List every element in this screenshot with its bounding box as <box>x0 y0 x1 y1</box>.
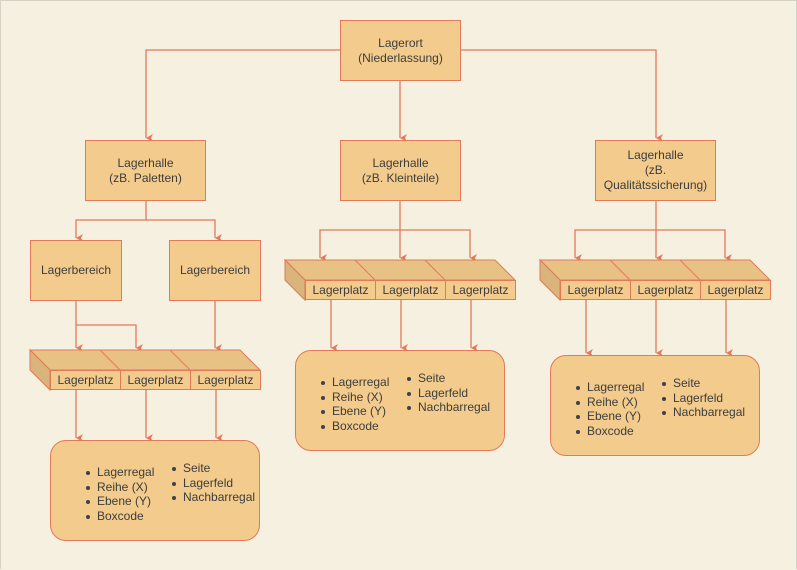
node-label: Lagerbereich <box>179 263 251 277</box>
node-label: Lagerbereich <box>40 263 112 277</box>
edge-hall1-area-1 <box>75 200 147 242</box>
node-title: Lagerort <box>378 35 423 50</box>
node-title: Lagerhalle <box>627 148 684 162</box>
list-item: Reihe (X) <box>85 480 154 495</box>
node-lagerhalle-kleinteile[interactable]: Lagerhalle (zB. Kleinteile) <box>340 140 461 201</box>
info-list-right: Seite Lagerfeld Nachbarregal <box>169 461 255 505</box>
shelf-3-cell-2[interactable]: Lagerplatz <box>630 280 701 300</box>
edge-root-hall-1 <box>145 49 340 142</box>
node-subtitle: (zB. Paletten) <box>109 170 182 185</box>
node-lagerbereich-1[interactable]: Lagerbereich <box>30 240 122 301</box>
info-list-left: Lagerregal Reihe (X) Ebene (Y) Boxcode <box>573 380 644 438</box>
info-box-3[interactable]: Lagerregal Reihe (X) Ebene (Y) Boxcode S… <box>550 355 760 456</box>
node-lagerhalle-paletten[interactable]: Lagerhalle (zB. Paletten) <box>85 140 206 201</box>
info-list-right: Seite Lagerfeld Nachbarregal <box>659 376 745 420</box>
list-item: Reihe (X) <box>320 390 389 405</box>
node-title: Lagerhalle <box>117 155 174 170</box>
list-item: Lagerfeld <box>171 476 255 491</box>
list-item: Seite <box>406 371 490 386</box>
node-title: Lagerhalle <box>372 155 429 170</box>
list-item: Nachbarregal <box>406 400 491 414</box>
shelf-3-cell-1[interactable]: Lagerplatz <box>560 280 631 300</box>
list-item: Seite <box>171 461 255 476</box>
info-box-1[interactable]: Lagerregal Reihe (X) Ebene (Y) Boxcode S… <box>50 440 260 541</box>
shelf-1-cell-2[interactable]: Lagerplatz <box>120 370 191 390</box>
node-subtitle: (Niederlassung) <box>358 50 443 65</box>
shelf-1-cell-1[interactable]: Lagerplatz <box>50 370 121 390</box>
info-list-left: Lagerregal Reihe (X) Ebene (Y) Boxcode <box>83 465 154 523</box>
shelf-2-cell-3[interactable]: Lagerplatz <box>445 280 516 300</box>
list-item: Lagerregal <box>320 375 390 389</box>
shelf-2-cell-2[interactable]: Lagerplatz <box>375 280 446 300</box>
list-item: Lagerregal <box>575 380 645 394</box>
list-item: Boxcode <box>85 509 154 524</box>
edge-area1-cell2 <box>76 324 143 352</box>
list-item: Reihe (X) <box>575 395 644 410</box>
node-lagerbereich-2[interactable]: Lagerbereich <box>169 240 261 301</box>
list-item: Ebene (Y) <box>575 409 644 424</box>
edge-hall2-cell3 <box>400 229 477 262</box>
list-item: Boxcode <box>575 424 644 439</box>
shelf-1-cell-3[interactable]: Lagerplatz <box>190 370 261 390</box>
edge-hall2-cell1 <box>319 200 401 262</box>
edge-hall3-cell1 <box>574 200 657 262</box>
node-subtitle-line1: (zB. <box>644 163 667 177</box>
info-list-right: Seite Lagerfeld Nachbarregal <box>404 371 490 415</box>
edge-hall3-cell3 <box>656 229 732 262</box>
info-list-left: Lagerregal Reihe (X) Ebene (Y) Boxcode <box>318 375 389 433</box>
shelf-2-body <box>283 258 517 302</box>
edge-hall1-area-2 <box>146 219 222 242</box>
edge-root-hall-3 <box>460 49 663 142</box>
list-item: Ebene (Y) <box>85 494 154 509</box>
node-lagerort[interactable]: Lagerort (Niederlassung) <box>340 20 461 81</box>
node-subtitle-line2: Qualitätssicherung) <box>603 178 708 192</box>
list-item: Nachbarregal <box>171 490 256 504</box>
list-item: Lagerfeld <box>406 386 490 401</box>
list-item: Nachbarregal <box>661 405 746 419</box>
node-lagerhalle-qualitaetssicherung[interactable]: Lagerhalle (zB. Qualitätssicherung) <box>595 140 716 201</box>
list-item: Seite <box>661 376 745 391</box>
shelf-2-cell-1[interactable]: Lagerplatz <box>305 280 376 300</box>
list-item: Lagerfeld <box>661 391 745 406</box>
list-item: Ebene (Y) <box>320 404 389 419</box>
shelf-3-cell-3[interactable]: Lagerplatz <box>700 280 771 300</box>
list-item: Lagerregal <box>85 465 155 479</box>
info-box-2[interactable]: Lagerregal Reihe (X) Ebene (Y) Boxcode S… <box>295 350 505 451</box>
node-subtitle: (zB. Kleinteile) <box>361 170 440 185</box>
list-item: Boxcode <box>320 419 389 434</box>
